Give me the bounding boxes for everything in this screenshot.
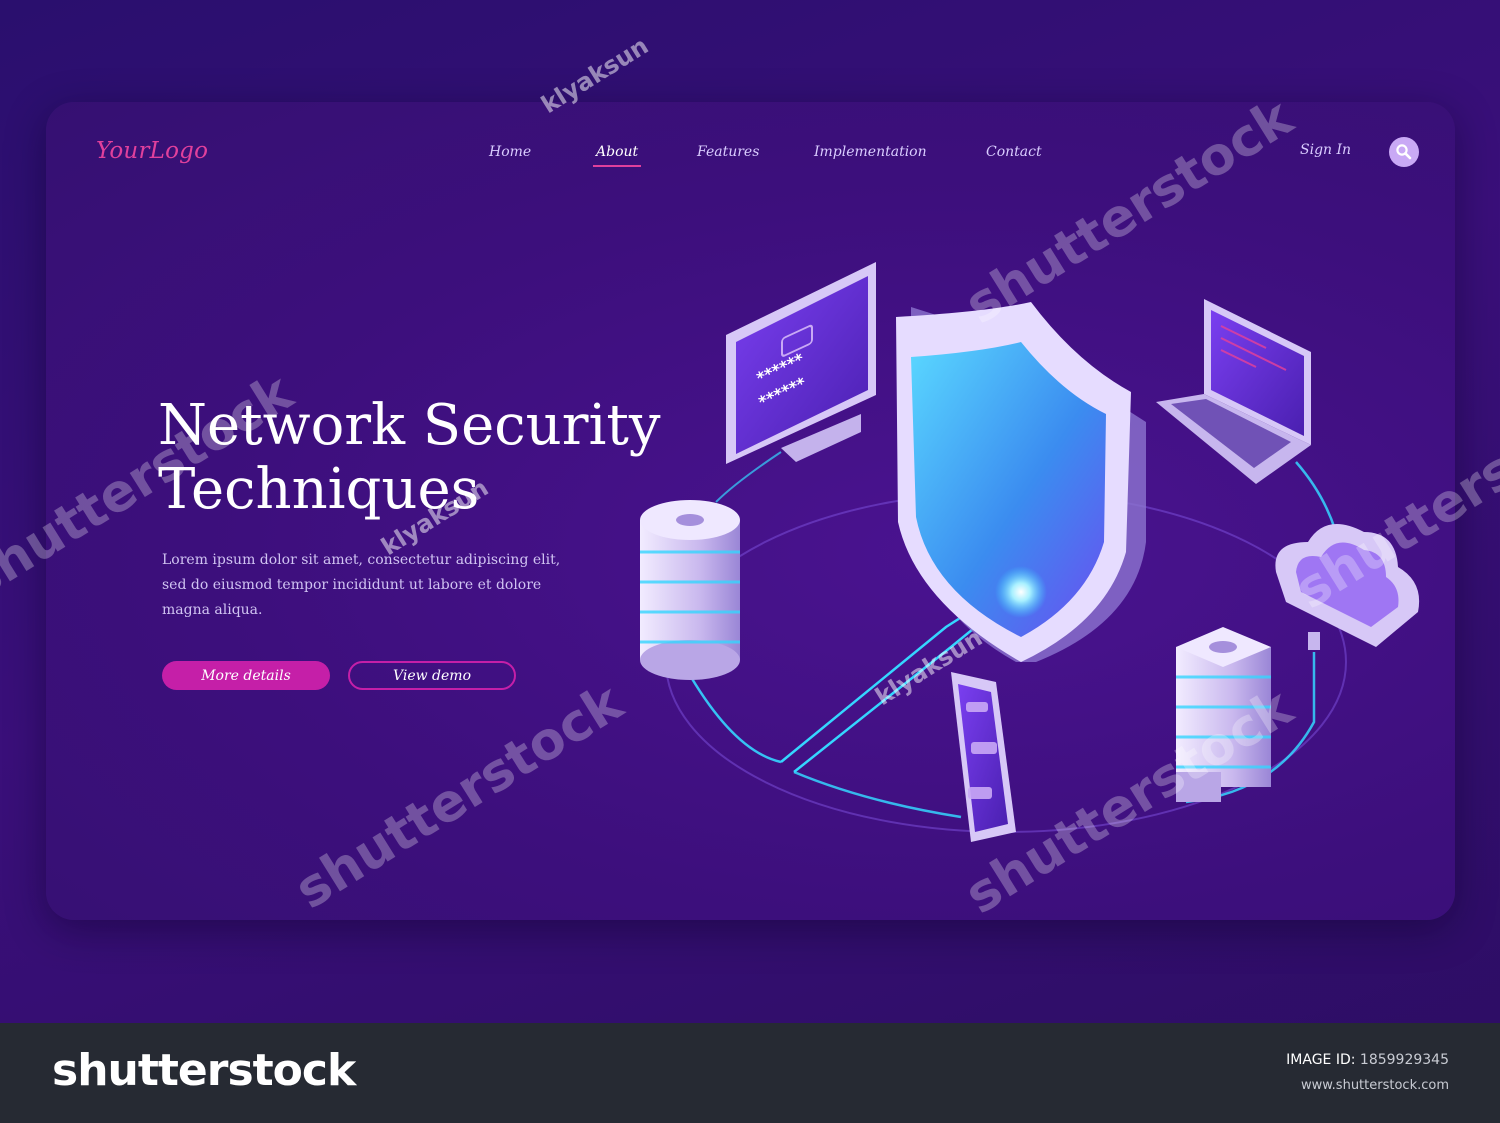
view-demo-button[interactable]: View demo xyxy=(348,661,516,690)
database-icon xyxy=(640,500,740,680)
magnifier-icon xyxy=(1396,144,1412,160)
footer-bar: shutterstock IMAGE ID: 1859929345 www.sh… xyxy=(0,1023,1500,1123)
logo[interactable]: YourLogo xyxy=(96,138,209,164)
image-id-value: 1859929345 xyxy=(1359,1052,1449,1068)
nav-implementation[interactable]: Implementation xyxy=(814,144,927,160)
nav-about[interactable]: About xyxy=(592,144,642,167)
image-id-label: IMAGE ID: xyxy=(1286,1052,1356,1068)
hero-description: Lorem ipsum dolor sit amet, consectetur … xyxy=(162,552,561,618)
footer-brand: shutterstock xyxy=(52,1045,356,1096)
more-details-button[interactable]: More details xyxy=(162,661,330,690)
server-icon xyxy=(1176,627,1271,802)
monitor-icon: ****** ****** xyxy=(726,262,876,464)
shield-icon xyxy=(896,302,1146,662)
phone-icon xyxy=(951,672,1016,842)
footer-url: www.shutterstock.com xyxy=(1300,1078,1449,1093)
sign-in-link[interactable]: Sign In xyxy=(1300,142,1352,158)
image-id: IMAGE ID: 1859929345 xyxy=(1286,1052,1449,1068)
search-button[interactable] xyxy=(1389,137,1419,167)
main-nav: Home About Features Implementation Conta… xyxy=(46,144,1455,168)
network-illustration: ****** ****** xyxy=(640,262,1420,842)
landing-card: YourLogo Home About Features Implementat… xyxy=(46,102,1455,920)
hero-title: Network Security Techniques xyxy=(158,394,718,522)
hero-title-line1: Network Security xyxy=(158,393,661,458)
nav-home[interactable]: Home xyxy=(489,144,532,160)
nav-contact[interactable]: Contact xyxy=(986,144,1042,160)
cloud-icon xyxy=(1275,524,1420,650)
laptop-icon xyxy=(1156,299,1311,484)
nav-features[interactable]: Features xyxy=(697,144,760,160)
hero-title-line2: Techniques xyxy=(158,457,480,522)
